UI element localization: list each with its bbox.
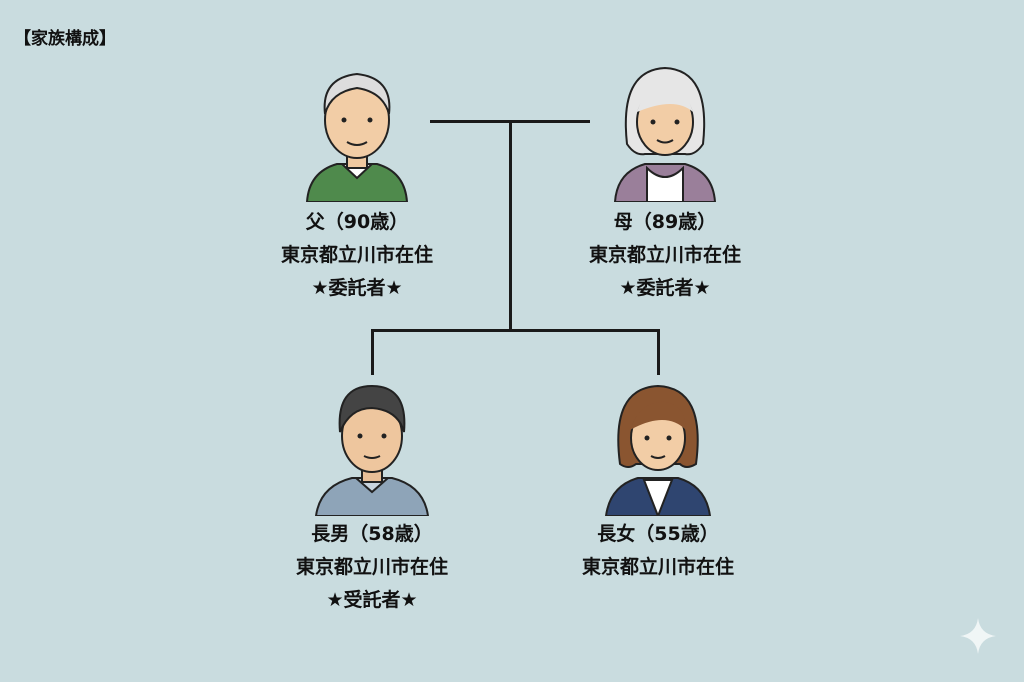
daughter-name: 長女（55歳）	[597, 523, 719, 545]
mother-name: 母（89歳）	[613, 211, 717, 233]
father-avatar-icon	[305, 72, 409, 202]
diagram-title: 【家族構成】	[14, 29, 116, 49]
son-role: ★受託者★	[326, 589, 418, 611]
son-name: 長男（58歳）	[311, 523, 433, 545]
son-avatar-icon	[314, 384, 430, 516]
descent-line	[509, 120, 512, 332]
person-mother: 母（89歳） 東京都立川市在住 ★委託者★	[545, 64, 785, 305]
father-role: ★委託者★	[311, 277, 403, 299]
mother-role: ★委託者★	[619, 277, 711, 299]
mother-avatar-icon	[613, 66, 717, 202]
father-name: 父（90歳）	[305, 211, 409, 233]
mother-residence: 東京都立川市在住	[588, 244, 741, 266]
sparkle-icon	[960, 618, 996, 654]
daughter-line	[657, 329, 660, 375]
son-line	[371, 329, 374, 375]
person-daughter: 長女（55歳） 東京都立川市在住	[538, 380, 778, 584]
father-residence: 東京都立川市在住	[280, 244, 433, 266]
person-son: 長男（58歳） 東京都立川市在住 ★受託者★	[252, 380, 492, 617]
daughter-residence: 東京都立川市在住	[581, 556, 734, 578]
children-line	[371, 329, 660, 332]
daughter-avatar-icon	[604, 384, 712, 516]
person-father: 父（90歳） 東京都立川市在住 ★委託者★	[237, 64, 477, 305]
son-residence: 東京都立川市在住	[295, 556, 448, 578]
